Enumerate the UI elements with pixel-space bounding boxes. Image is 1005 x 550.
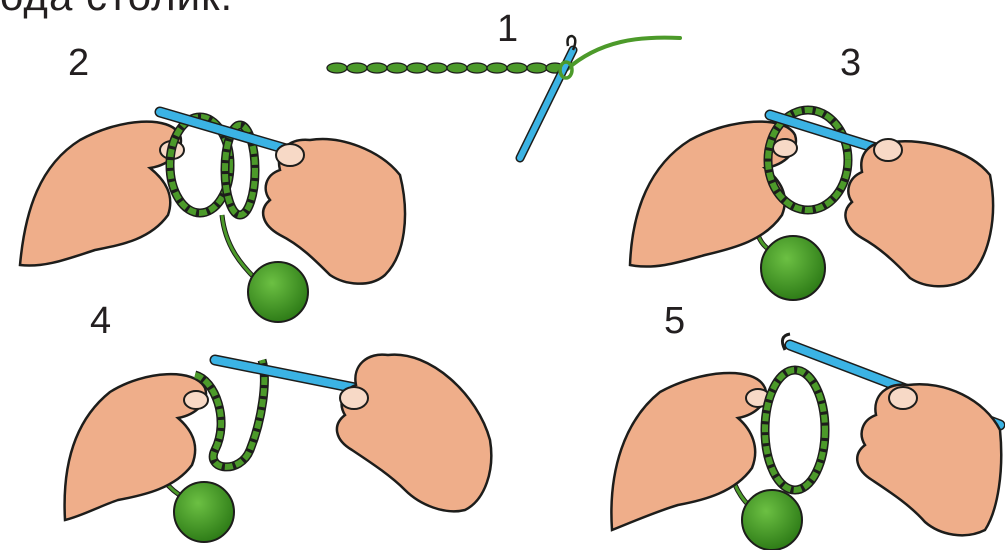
hand-icon [337,355,491,512]
hand-icon [20,122,181,266]
yarn-ball-icon [174,482,234,542]
step-4-illustration [65,355,492,542]
chain-stitches [327,63,564,73]
crochet-hook-icon [520,36,575,158]
yarn-ball-icon [248,262,308,322]
yarn-tail [566,38,680,70]
yarn-ball-icon [761,236,825,300]
hand-icon [845,141,993,286]
step-3-illustration [630,110,993,300]
hand-icon [611,373,766,530]
yarn-ball-icon [742,490,802,550]
step-2-illustration [20,112,405,322]
step-5-illustration [611,334,1001,550]
step-1-chain-illustration [327,36,680,158]
hand-icon [857,384,1001,535]
